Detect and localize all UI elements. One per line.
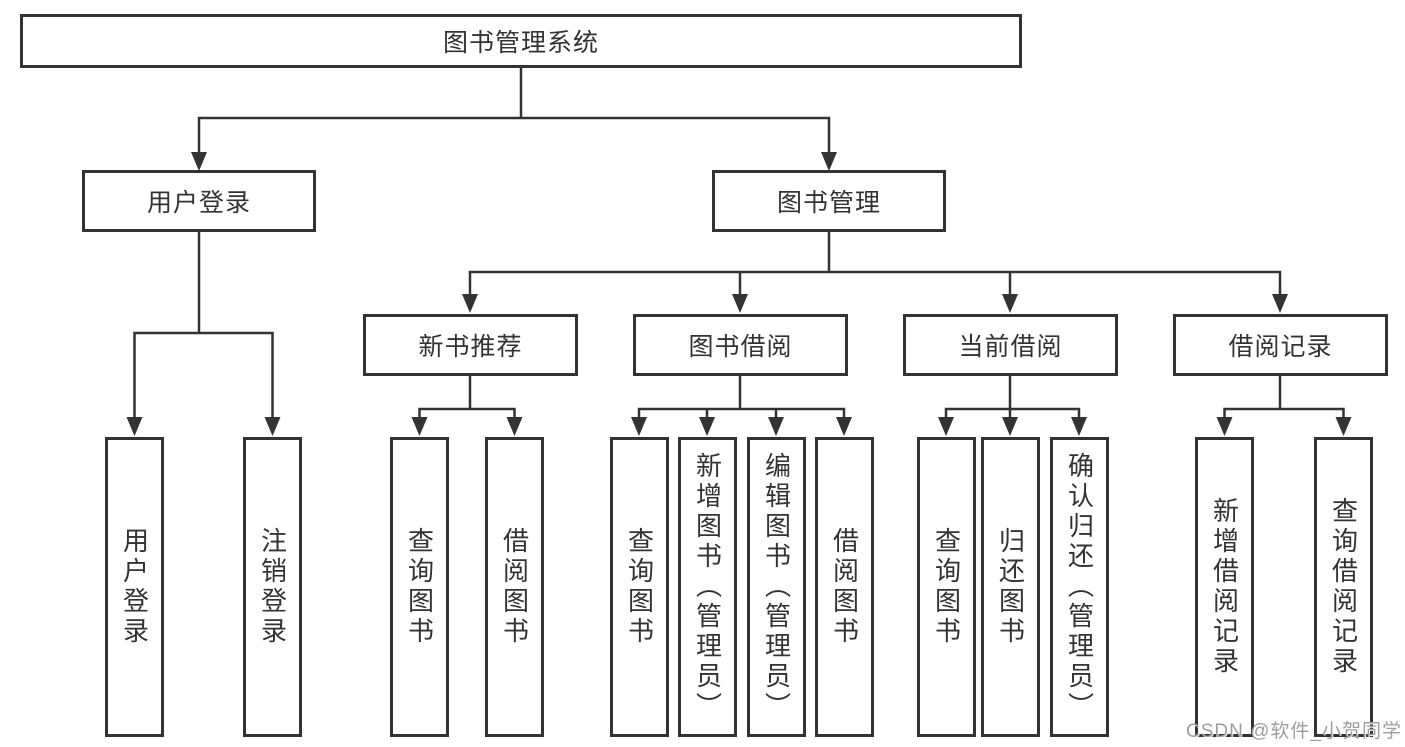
node-new-book-recommend: 新书推荐	[363, 314, 578, 376]
leaf-logout: 注销登录	[243, 437, 302, 737]
leaf-query-books-recommend: 查询图书	[390, 437, 449, 737]
arrow-down-icons	[126, 152, 1352, 436]
leaf-query-books-current: 查询图书	[917, 437, 976, 737]
leaf-add-borrow-record: 新增借阅记录	[1195, 437, 1254, 737]
leaf-confirm-return-admin: 确认归还（管理员）	[1050, 437, 1109, 737]
leaf-user-login: 用户登录	[105, 437, 164, 737]
leaf-borrow-books: 借阅图书	[815, 437, 874, 737]
node-current-borrow: 当前借阅	[903, 314, 1118, 376]
leaf-add-book-admin: 新增图书（管理员）	[678, 437, 737, 737]
leaf-query-borrow-record: 查询借阅记录	[1314, 437, 1373, 737]
node-book-borrow: 图书借阅	[633, 314, 848, 376]
node-library-system: 图书管理系统	[20, 14, 1022, 68]
leaf-return-book: 归还图书	[981, 437, 1040, 737]
tree-edges	[133, 66, 1345, 421]
node-borrow-records: 借阅记录	[1173, 314, 1388, 376]
node-user-login: 用户登录	[82, 170, 316, 232]
leaf-query-books-borrow: 查询图书	[610, 437, 669, 737]
node-book-management: 图书管理	[712, 170, 946, 232]
leaf-edit-book-admin: 编辑图书（管理员）	[747, 437, 806, 737]
csdn-watermark: CSDN @软件_小贺同学	[1186, 721, 1402, 742]
leaf-borrow-books-recommend: 借阅图书	[485, 437, 544, 737]
